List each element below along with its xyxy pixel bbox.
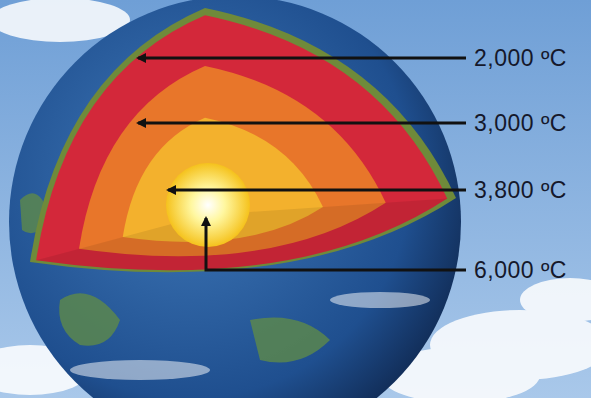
temperature-label: 3,800 ºC [474, 179, 567, 202]
temperature-label: 3,000 ºC [474, 112, 567, 135]
temperature-label: 6,000 ºC [474, 259, 567, 282]
temperature-label: 2,000 ºC [474, 47, 567, 70]
